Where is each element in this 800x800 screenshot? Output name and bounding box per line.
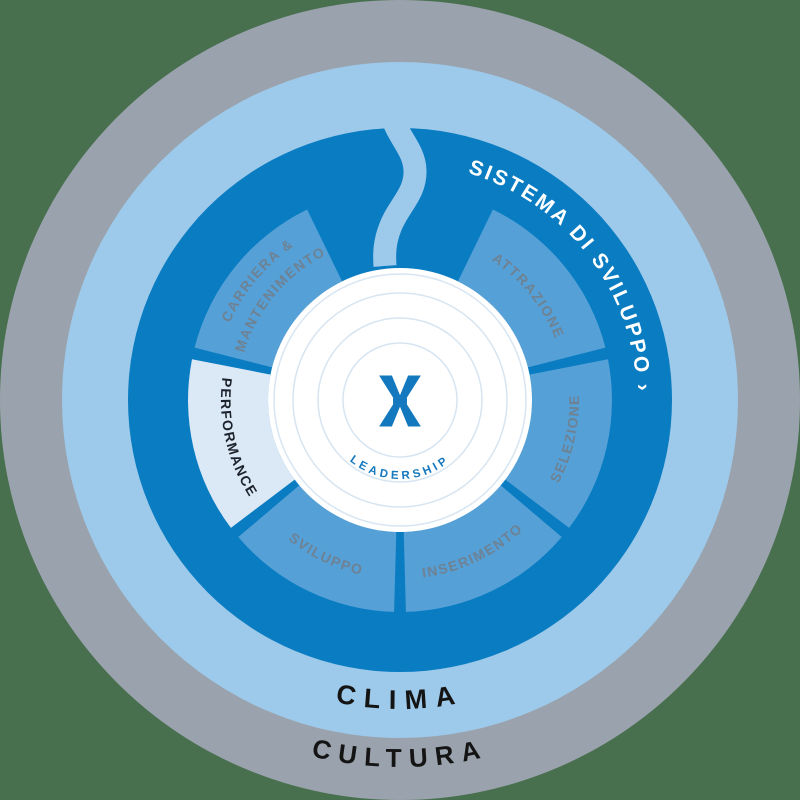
segment-wedges <box>188 209 612 612</box>
segment-inserimento <box>403 485 562 612</box>
segment-attrazione <box>457 209 606 368</box>
segment-carriera <box>194 209 343 368</box>
segment-sviluppo <box>238 485 397 612</box>
center-concentric-rings <box>273 273 527 527</box>
cycle-start-wave <box>373 108 427 267</box>
